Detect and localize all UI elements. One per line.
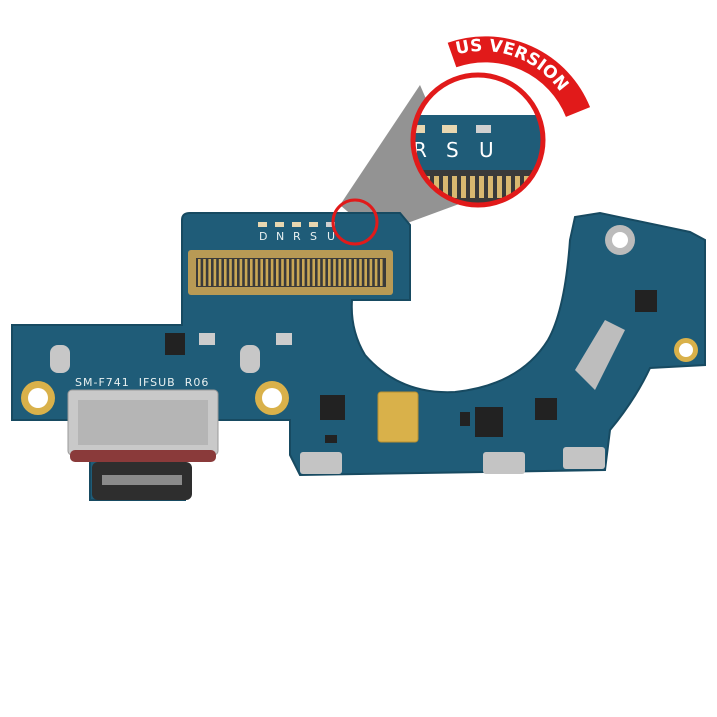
connector-pins [198,259,383,286]
connector-pin [296,259,300,286]
zoom-connector-pin [470,176,475,198]
connector-pin [255,259,258,286]
zoom-connector-pin [497,176,502,198]
shield-pad [575,320,625,390]
pcb-board [11,211,706,501]
pad-label-r: R [293,230,302,243]
zoom-connector-pin [452,176,457,198]
zoom-connector-pin [506,176,511,198]
pad-label-u: U [327,230,336,243]
connector-pin [265,259,269,286]
zoom-connector-pin [533,176,538,198]
zoom-connector-pin [479,176,484,198]
connector-pin [276,259,279,286]
connector-pin [359,259,362,286]
spring-contacts [300,447,605,474]
components [165,290,657,443]
connector-pin [317,259,321,286]
zoom-connector-pin [488,176,493,198]
connector-pin [244,259,248,286]
magnifier-cone [340,85,470,235]
pad-label-s: S [310,230,318,243]
connector-pin [198,259,201,286]
connector-pin [229,259,232,286]
connector-pin [307,259,310,286]
connector-pin [322,259,326,286]
zoom-label-u: U [479,138,494,162]
connector-pin [218,259,222,286]
connector-pin [338,259,341,286]
connector-pin [224,259,227,286]
connector-pin [374,259,378,286]
zoom-label-s: S [446,138,459,162]
connector-pin [281,259,284,286]
connector-pin [260,259,263,286]
connector-pin [291,259,295,286]
connector-pin [328,259,331,286]
highlight-circle [331,198,379,246]
zoom-connector-pin [515,176,520,198]
connector-pin [369,259,373,286]
connector-pin [208,259,211,286]
connector-pin [203,259,206,286]
connector-pin [213,259,217,286]
connector-pin [312,259,315,286]
zoom-connector-pin [443,176,448,198]
board-model-label: SM-F741 IFSUB R06 [75,376,209,389]
zoom-connector-pin [461,176,466,198]
microphone [377,391,419,443]
usb-c-port [67,389,219,500]
connector-pin [234,259,237,286]
mounting-holes [21,225,698,415]
connector-pin [343,259,347,286]
connector-pin [286,259,289,286]
connector-pin [354,259,357,286]
connector-pin [302,259,305,286]
connector-pin [333,259,336,286]
connector-pin [348,259,352,286]
connector-pin [364,259,367,286]
connector-pin [270,259,274,286]
magnified-inset: R S U [410,72,546,208]
pad-label-n: N [276,230,285,243]
connector-pin [250,259,253,286]
test-pads [258,222,335,227]
connector-pin [380,259,383,286]
pad-label-d: D [259,230,268,243]
connector-pin [239,259,243,286]
